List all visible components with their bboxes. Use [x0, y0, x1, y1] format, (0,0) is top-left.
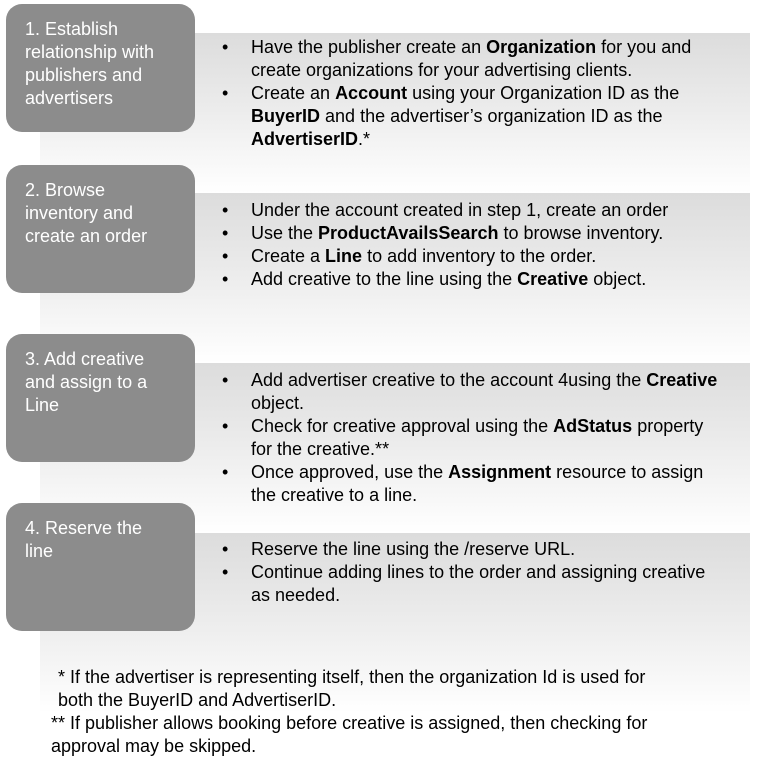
- bullet-item: Have the publisher create an Organizatio…: [222, 36, 722, 82]
- bold-term: Creative: [646, 370, 718, 390]
- bullet-text: Continue adding lines to the order and a…: [251, 562, 706, 605]
- bullet-item: Add advertiser creative to the account 4…: [222, 369, 722, 415]
- step-4-bullets: Reserve the line using the /reserve URL.…: [222, 538, 722, 607]
- bullet-item: Use the ProductAvailsSearch to browse in…: [222, 222, 722, 245]
- bullet-text: property for the creative.**: [251, 416, 704, 459]
- bullet-text: and the advertiser’s organization ID as …: [320, 106, 663, 126]
- bullet-item: Continue adding lines to the order and a…: [222, 561, 722, 607]
- bold-term: BuyerID: [251, 106, 321, 126]
- bullet-text: Create an: [251, 83, 336, 103]
- bullet-text: Check for creative approval using the: [251, 416, 554, 436]
- bold-term: Creative: [517, 269, 589, 289]
- bullet-item: Once approved, use the Assignment resour…: [222, 461, 722, 507]
- bullet-item: Check for creative approval using the Ad…: [222, 415, 722, 461]
- bullet-text: Under the account created in step 1, cre…: [251, 200, 669, 220]
- bullet-text: Create a: [251, 246, 326, 266]
- bullet-text: Once approved, use the: [251, 462, 449, 482]
- step-1-box: 1. Establish relationship with publisher…: [6, 4, 195, 132]
- step-3-box: 3. Add creative and assign to a Line: [6, 334, 195, 462]
- bullet-item: Create a Line to add inventory to the or…: [222, 245, 722, 268]
- bullet-text: Add creative to the line using the: [251, 269, 518, 289]
- bold-term: ProductAvailsSearch: [318, 223, 499, 243]
- bullet-text: .*: [358, 129, 371, 149]
- bullet-text: to browse inventory.: [498, 223, 664, 243]
- bullet-text: Use the: [251, 223, 319, 243]
- footnote-approval: ** If publisher allows booking before cr…: [51, 713, 648, 756]
- bullet-text: Have the publisher create an: [251, 37, 487, 57]
- footnote-buyer-id: * If the advertiser is representing itse…: [58, 667, 646, 710]
- bullet-item: Under the account created in step 1, cre…: [222, 199, 722, 222]
- bold-term: Assignment: [448, 462, 552, 482]
- bullet-text: to add inventory to the order.: [362, 246, 597, 266]
- bullet-text: object.: [588, 269, 647, 289]
- bullet-text: Add advertiser creative to the account 4…: [251, 370, 647, 390]
- bullet-text: for you and create organizations for you…: [251, 37, 692, 80]
- bullet-text: using your Organization ID as the: [407, 83, 680, 103]
- bold-term: AdvertiserID: [251, 129, 359, 149]
- bullet-text: resource to assign the creative to a lin…: [251, 462, 704, 505]
- bullet-text: object.: [251, 393, 305, 413]
- bold-term: Organization: [486, 37, 597, 57]
- bullet-item: Reserve the line using the /reserve URL.: [222, 538, 722, 561]
- bold-term: AdStatus: [553, 416, 633, 436]
- step-1-bullets: Have the publisher create an Organizatio…: [222, 36, 722, 151]
- bullet-item: Create an Account using your Organizatio…: [222, 82, 722, 151]
- bullet-text: Reserve the line using the /reserve URL.: [251, 539, 576, 559]
- step-2-box: 2. Browse inventory and create an order: [6, 165, 195, 293]
- bullet-item: Add creative to the line using the Creat…: [222, 268, 722, 291]
- bold-term: Account: [335, 83, 408, 103]
- step-3-bullets: Add advertiser creative to the account 4…: [222, 369, 722, 507]
- step-4-box: 4. Reserve the line: [6, 503, 195, 631]
- bold-term: Line: [325, 246, 363, 266]
- step-2-bullets: Under the account created in step 1, cre…: [222, 199, 722, 291]
